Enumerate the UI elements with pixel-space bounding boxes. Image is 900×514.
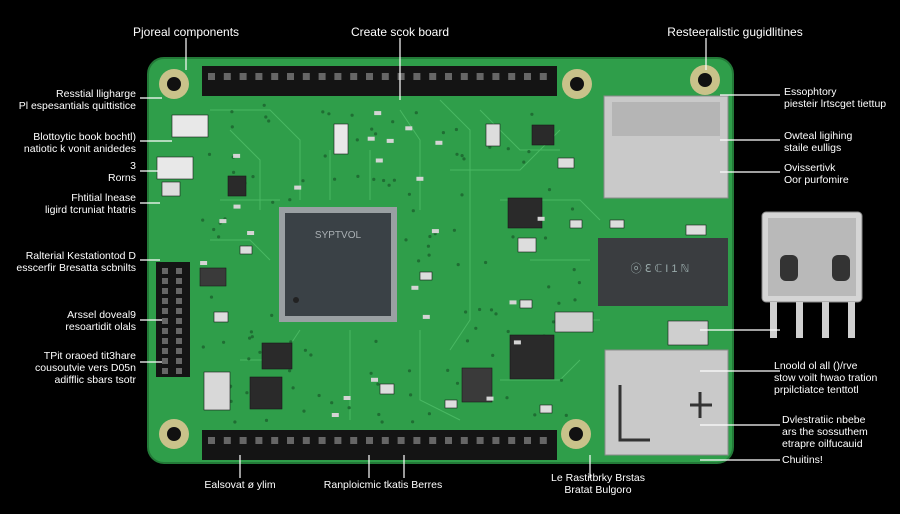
label-left-5: Ralterial Kestationtod D esscerfir Bresa… <box>16 250 136 274</box>
cpu-chip <box>285 213 391 316</box>
sd-card-slot-bottom <box>604 349 729 456</box>
label-left-2: Blottoytic book bochtl) natiotic k vonit… <box>23 131 136 155</box>
label-left-7: TPit oraoed tit3hare cousoutvie vers D05… <box>35 350 136 386</box>
label-left-1: Resstial lligharge Pl espesantials quitt… <box>18 88 136 112</box>
cpu-dot <box>293 297 299 303</box>
label-left-6: Arssel doveal9 resoartidit olals <box>65 309 136 333</box>
leader-lines <box>140 38 780 478</box>
usb-connector <box>761 211 863 338</box>
label-top-right: Resteeralistic gugidlitines <box>667 25 803 39</box>
ic-module-text: ⓞ ℇ ℂ I 1 ℕ <box>631 262 690 275</box>
label-bottom-3: Le Rastitbrky Brstas Bratat Bulgoro <box>551 472 645 496</box>
label-right-1: Essophtory piesteir lrtscget tiettup <box>784 86 887 110</box>
mounting-holes <box>159 65 720 449</box>
label-right-3: Ovissertivk Oor purfomire <box>784 162 849 186</box>
label-top-center: Create scok board <box>350 25 450 39</box>
header-pins <box>162 73 547 444</box>
label-right-6: Chuitins! <box>782 454 823 466</box>
smd-components <box>156 111 709 417</box>
label-bottom-2: Ranploicmic tkatis Berres <box>323 479 443 491</box>
label-bottom-1: Ealsovat ø ylim <box>204 479 276 491</box>
label-top-left: Pjoreal components <box>132 25 240 39</box>
ic-module <box>598 238 728 306</box>
label-right-5: Dvlestratiic nbebe ars the sossuthem etr… <box>782 414 868 450</box>
label-left-4: Fhtitial lnease ligird tcruniat htatris <box>44 192 136 216</box>
cpu-chip-text: SYPTVOL <box>315 230 362 241</box>
top-header <box>202 66 557 96</box>
label-right-2: Owteal ligihing staile eulligs <box>784 130 853 154</box>
label-left-3: 3 Rorns <box>107 160 136 184</box>
label-right-4: Lnoold ol all ()/rve stow voilt hwao tra… <box>774 360 878 396</box>
bottom-header <box>202 430 557 460</box>
